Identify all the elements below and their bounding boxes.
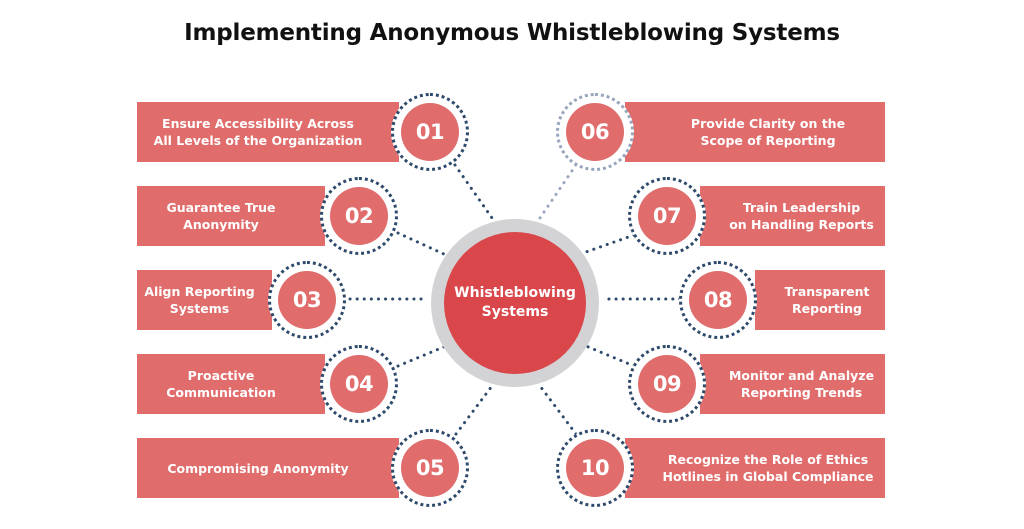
item-label-line: Anonymity	[183, 217, 259, 232]
connector-07	[584, 233, 636, 254]
item-07-banner: Train Leadership on Handling Reports	[700, 186, 885, 246]
item-label-line: Reporting	[792, 301, 862, 316]
item-label-line: Monitor and Analyze	[728, 368, 875, 383]
item-06-badge: 06	[556, 93, 634, 171]
connector-09	[584, 344, 636, 368]
item-label-line: Hotlines in Global Compliance	[662, 469, 874, 484]
connector-04	[396, 344, 448, 368]
item-01-number: 01	[401, 103, 459, 161]
item-08-badge: 08	[679, 261, 757, 339]
item-label-line: Guarantee True	[166, 200, 276, 215]
item-03-number: 03	[278, 271, 336, 329]
item-label-line: Provide Clarity on the	[690, 116, 846, 131]
diagram-title: Implementing Anonymous Whistleblowing Sy…	[184, 20, 840, 46]
item-03-badge: 03	[268, 261, 346, 339]
item-label-line: Ensure Accessibility Across	[162, 116, 354, 131]
item-07-number: 07	[638, 187, 696, 245]
item-04-badge: 04	[320, 345, 398, 423]
hub-label-line2: Systems	[481, 304, 549, 320]
hub-label-line1: Whistleblowing	[454, 285, 576, 301]
item-04-number: 04	[330, 355, 388, 413]
item-01-badge: 01	[391, 93, 469, 171]
item-label-line: Scope of Reporting	[700, 133, 836, 148]
item-05-badge: 05	[391, 429, 469, 507]
item-08-number: 08	[689, 271, 747, 329]
item-02-number: 02	[330, 187, 388, 245]
connector-10	[538, 384, 578, 436]
item-label-line: Compromising Anonymity	[167, 460, 349, 476]
item-10-badge: 10	[556, 429, 634, 507]
connector-02	[396, 231, 448, 257]
item-10-number: 10	[566, 439, 624, 497]
item-09-badge: 09	[628, 345, 706, 423]
connector-01	[453, 163, 494, 220]
item-02-badge: 02	[320, 177, 398, 255]
item-label-line: Recognize the Role of Ethics	[667, 452, 869, 467]
item-07-badge: 07	[628, 177, 706, 255]
item-label-line: Communication	[166, 385, 276, 400]
item-label-line: Align Reporting	[144, 284, 255, 299]
hub-circle: Whistleblowing Systems	[444, 232, 586, 374]
item-label-line: Reporting Trends	[740, 385, 863, 400]
item-label-line: Train Leadership	[742, 200, 861, 215]
item-06-number: 06	[566, 103, 624, 161]
item-label-line: Transparent	[784, 284, 870, 299]
item-label-line: All Levels of the Organization	[153, 133, 363, 148]
item-05-number: 05	[401, 439, 459, 497]
connector-05	[454, 384, 494, 436]
item-09-number: 09	[638, 355, 696, 413]
item-label-line: Proactive	[187, 368, 255, 383]
hub-ring: Whistleblowing Systems	[431, 219, 599, 387]
item-label-line: on Handling Reports	[729, 217, 874, 232]
item-label-line: Systems	[169, 301, 230, 316]
item-05-banner: Compromising Anonymity	[137, 438, 399, 498]
connector-06	[538, 163, 578, 220]
